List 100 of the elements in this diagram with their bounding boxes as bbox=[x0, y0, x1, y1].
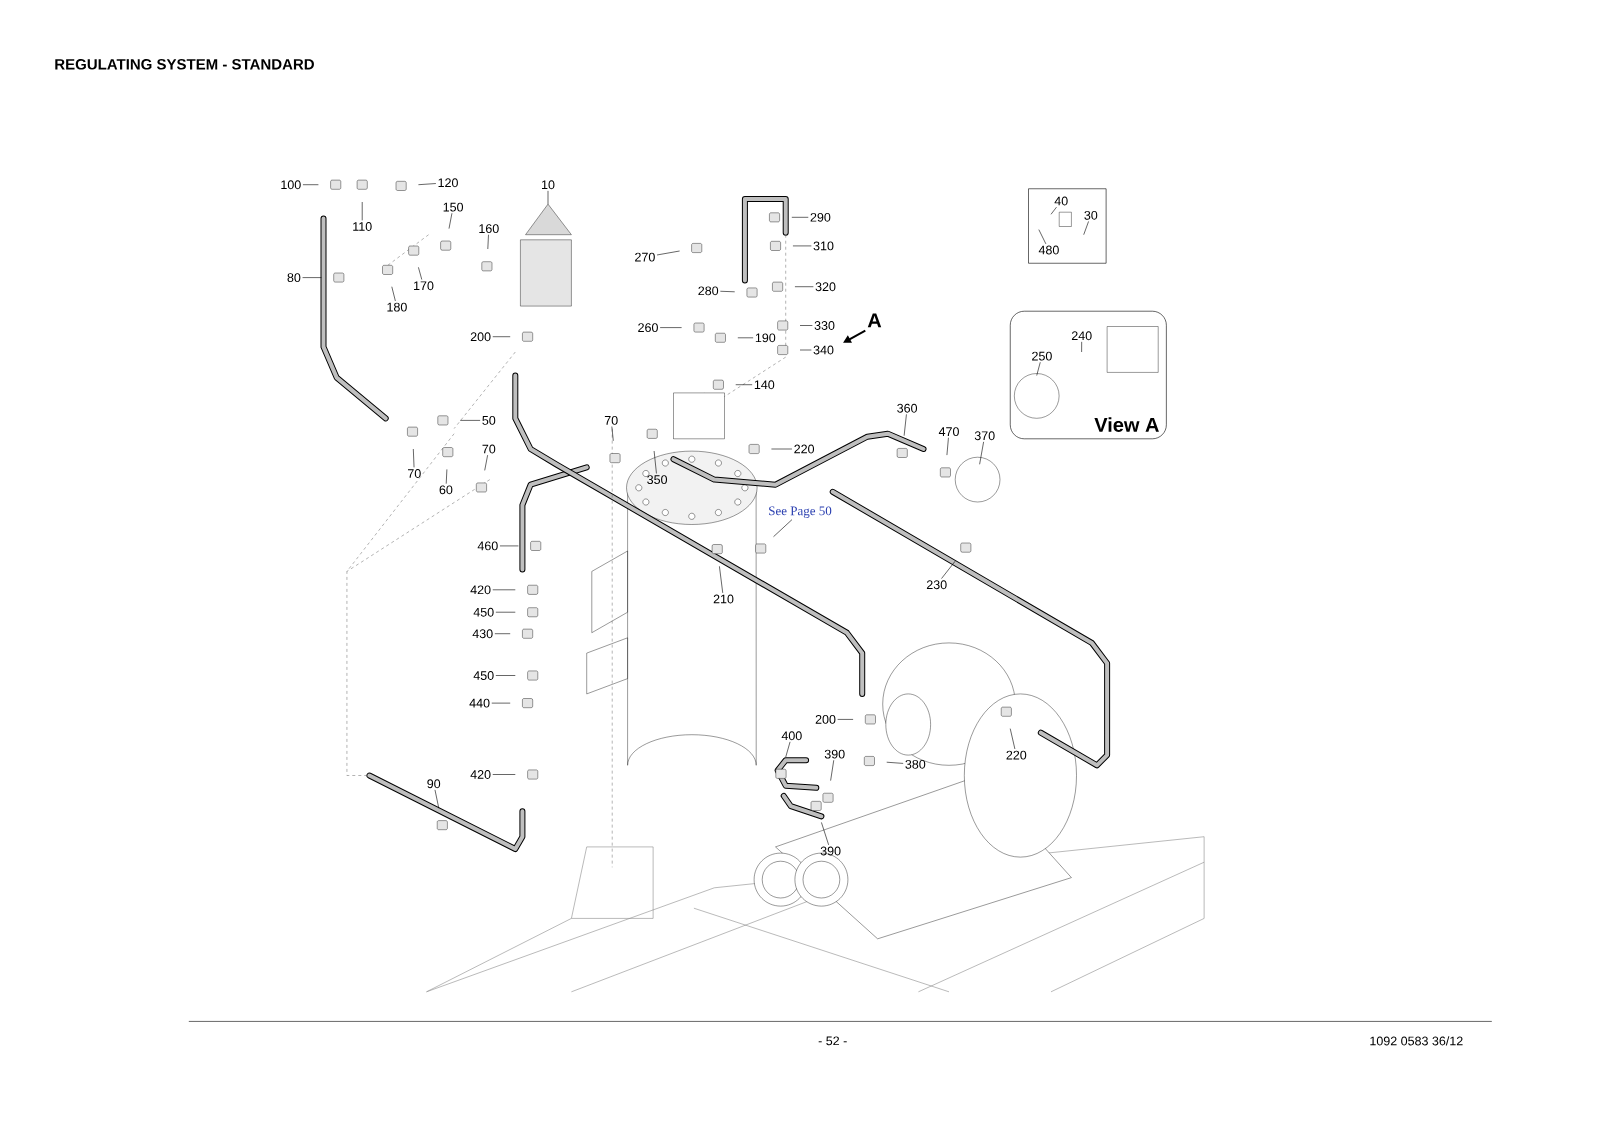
callout-number: 420 bbox=[470, 770, 491, 779]
leader-line bbox=[773, 519, 793, 537]
leader-line bbox=[653, 450, 657, 474]
leader-line bbox=[821, 822, 829, 846]
leader-line bbox=[302, 184, 319, 185]
callout-number: 390 bbox=[824, 749, 845, 759]
callout-number: 70 bbox=[408, 469, 421, 478]
leader-line bbox=[735, 384, 753, 385]
callout-number: 70 bbox=[604, 416, 618, 425]
callout-number: 380 bbox=[905, 759, 926, 769]
callout-number: 460 bbox=[477, 541, 498, 551]
callout-number: 70 bbox=[482, 444, 496, 454]
leader-line bbox=[495, 611, 516, 613]
leader-line bbox=[302, 277, 322, 278]
leader-line bbox=[1036, 361, 1041, 376]
leader-line bbox=[499, 545, 519, 547]
leader-line bbox=[903, 414, 907, 436]
leader-line bbox=[941, 560, 956, 579]
leader-line bbox=[656, 250, 680, 256]
leader-line bbox=[547, 190, 549, 205]
leader-line bbox=[830, 759, 835, 781]
leader-line bbox=[361, 201, 363, 221]
leader-line bbox=[445, 469, 448, 484]
leader-line bbox=[946, 437, 949, 456]
callout-number: 230 bbox=[926, 580, 947, 590]
callout-number: 330 bbox=[814, 321, 835, 330]
leader-line bbox=[391, 286, 396, 302]
callout-number: 430 bbox=[472, 629, 493, 639]
leader-line bbox=[799, 325, 813, 326]
callout-number: 450 bbox=[473, 671, 494, 680]
callout-number: 200 bbox=[470, 332, 491, 342]
leader-line bbox=[418, 267, 423, 280]
callout-number: 370 bbox=[974, 431, 995, 441]
callout-number: 30 bbox=[1084, 210, 1098, 220]
leader-line bbox=[719, 566, 724, 594]
callout-number: 190 bbox=[755, 333, 776, 343]
leader-line bbox=[1009, 728, 1016, 750]
callout-number: 310 bbox=[813, 241, 834, 251]
leader-line bbox=[720, 290, 735, 293]
callout-number: 320 bbox=[815, 282, 836, 292]
leader-line bbox=[1083, 221, 1089, 235]
callout-number: 180 bbox=[387, 302, 407, 312]
title: REGULATING SYSTEM - STANDARD bbox=[55, 59, 314, 70]
callout-number: 240 bbox=[1071, 331, 1092, 341]
leader-line bbox=[459, 420, 481, 421]
callout-number: 80 bbox=[287, 273, 301, 283]
leader-line bbox=[494, 633, 511, 634]
callout-number: 200 bbox=[815, 715, 836, 724]
callout-number: 350 bbox=[647, 475, 668, 485]
callout-number: 10 bbox=[542, 180, 555, 190]
callout-number: 60 bbox=[439, 485, 453, 495]
callout-number: 150 bbox=[443, 202, 464, 212]
callout-number: 50 bbox=[482, 416, 496, 425]
leader-line bbox=[794, 286, 814, 287]
callout-number: 420 bbox=[470, 585, 491, 595]
leader-line bbox=[1050, 206, 1057, 215]
callout-number: 360 bbox=[897, 403, 918, 413]
callout-number: 90 bbox=[427, 779, 441, 789]
leader-line bbox=[792, 245, 812, 247]
leader-line bbox=[886, 761, 904, 764]
view-letter: A bbox=[867, 313, 882, 328]
leader-line bbox=[492, 336, 511, 337]
callout-number: 400 bbox=[781, 731, 802, 741]
callout-number: 450 bbox=[473, 607, 494, 617]
leader-line bbox=[659, 327, 682, 328]
leader-line bbox=[771, 448, 793, 450]
callout-number: 220 bbox=[1006, 750, 1027, 760]
callout-number: 480 bbox=[1038, 245, 1059, 255]
leader-line bbox=[434, 789, 440, 809]
leader-line bbox=[799, 349, 812, 351]
leader-line bbox=[791, 217, 809, 218]
callout-number: 40 bbox=[1054, 196, 1068, 206]
callout-number: 110 bbox=[353, 222, 372, 231]
callout-number: 100 bbox=[281, 180, 301, 190]
callout-number: 140 bbox=[754, 380, 775, 390]
callout-number: 290 bbox=[810, 212, 831, 222]
leader-line bbox=[1038, 229, 1047, 245]
leader-line bbox=[837, 719, 854, 720]
callout-number: 120 bbox=[438, 178, 458, 188]
callout-number: 210 bbox=[713, 594, 734, 604]
callout-number: 170 bbox=[414, 281, 434, 291]
callout-number: 390 bbox=[820, 846, 841, 856]
leader-line bbox=[492, 774, 516, 775]
leader-line bbox=[491, 702, 511, 704]
callout-number: 220 bbox=[794, 444, 815, 454]
leader-line bbox=[418, 183, 437, 185]
leader-line bbox=[487, 234, 489, 250]
callout-number: 470 bbox=[938, 427, 959, 437]
leader-line bbox=[448, 212, 453, 229]
callout-number: 340 bbox=[813, 345, 834, 355]
leader-line bbox=[413, 448, 415, 468]
callout-number: 440 bbox=[469, 698, 490, 708]
callout-number: 160 bbox=[479, 224, 499, 234]
page-reference: See Page 50 bbox=[769, 506, 832, 518]
leader-line bbox=[785, 741, 791, 758]
leader-line bbox=[492, 589, 516, 591]
document-number: 1092 0583 36/12 bbox=[1370, 1036, 1463, 1046]
leader-line bbox=[979, 441, 984, 465]
page-number: - 52 - bbox=[818, 1036, 847, 1046]
callout-number: 280 bbox=[698, 286, 719, 296]
